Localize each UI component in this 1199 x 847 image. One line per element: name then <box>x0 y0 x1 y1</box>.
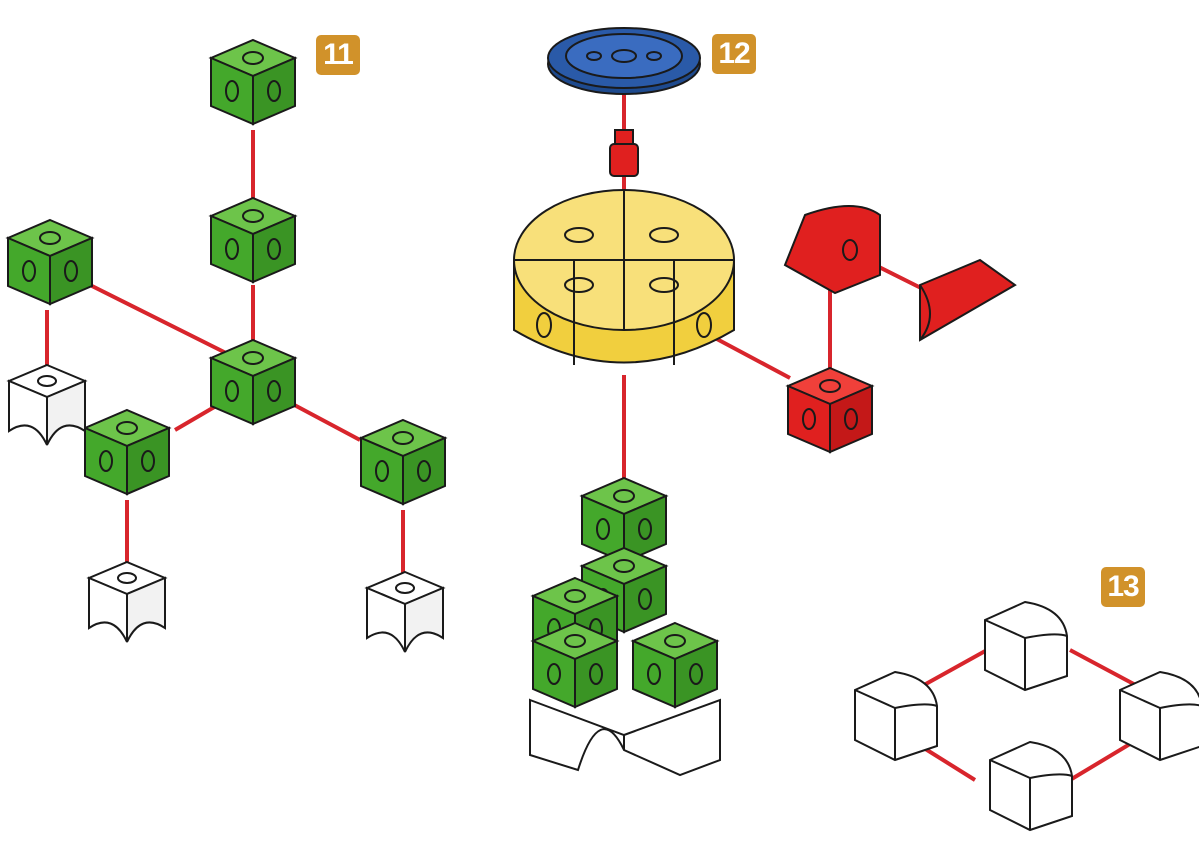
white-quarter-round-icon <box>989 741 1073 831</box>
step-11-group <box>7 39 446 653</box>
green-cube-icon <box>7 219 93 305</box>
green-cube-icon <box>632 622 718 708</box>
step-12-badge: 12 <box>712 34 756 74</box>
white-base-icon <box>366 571 444 653</box>
step-13-badge: 13 <box>1101 567 1145 607</box>
white-quarter-round-icon <box>984 601 1068 691</box>
green-tower-group <box>529 477 721 777</box>
step-13-group <box>854 601 1199 831</box>
green-cube-icon <box>210 197 296 283</box>
red-wedge-icon <box>783 205 881 295</box>
white-base-icon <box>88 561 166 643</box>
white-base-icon <box>8 364 86 446</box>
white-base-icon <box>529 698 721 777</box>
green-cube-icon <box>210 39 296 125</box>
step-11-badge: 11 <box>316 35 360 75</box>
red-wedge-icon <box>919 258 1017 342</box>
red-cube-icon <box>787 367 873 453</box>
white-quarter-round-icon <box>854 671 938 761</box>
green-cube-icon <box>210 339 296 425</box>
red-peg-icon <box>609 129 639 177</box>
blue-gear-icon <box>547 27 701 95</box>
green-cube-icon <box>84 409 170 495</box>
white-quarter-round-icon <box>1119 671 1199 761</box>
step-12-group <box>513 27 1017 777</box>
yellow-drum-icon <box>513 189 735 365</box>
green-cube-icon <box>532 622 618 708</box>
green-cube-icon <box>360 419 446 505</box>
